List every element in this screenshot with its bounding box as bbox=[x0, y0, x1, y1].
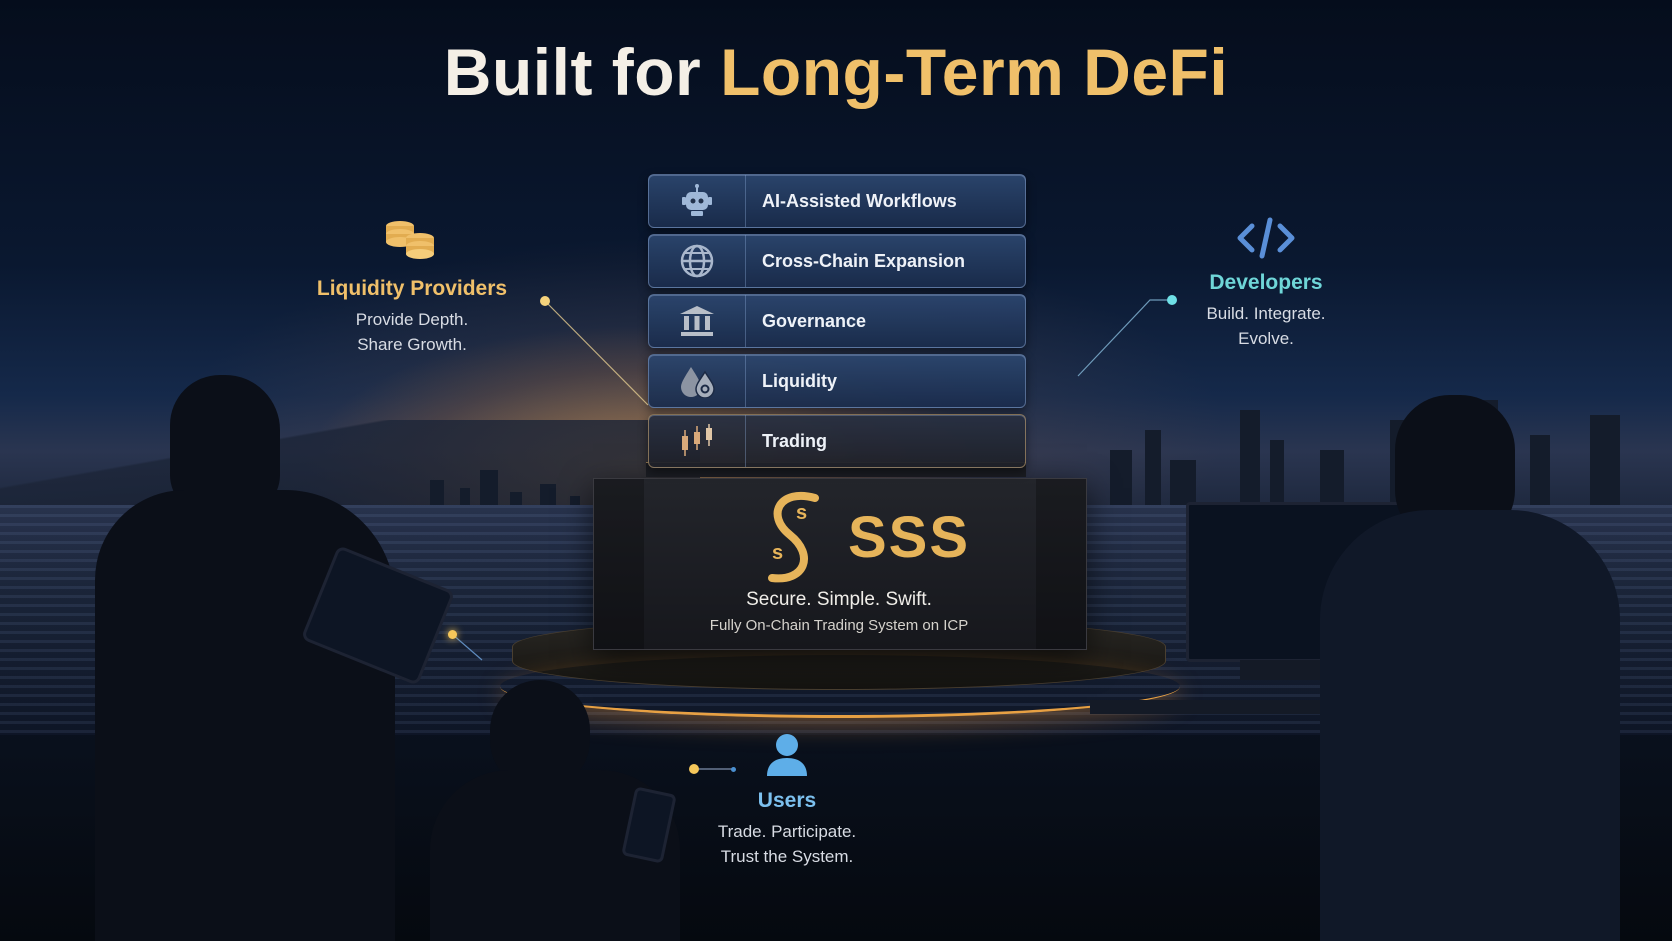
mountains-backdrop bbox=[0, 420, 700, 520]
stack-layer-label: Liquidity bbox=[762, 370, 837, 391]
sss-logo: s s SSS bbox=[760, 490, 970, 585]
persona-description: Trade. Participate. Trust the System. bbox=[667, 819, 907, 869]
logo-mark: s s bbox=[760, 490, 830, 585]
bank-icon bbox=[649, 295, 746, 347]
stack-layer-label: AI-Assisted Workflows bbox=[762, 190, 957, 211]
stack-layer-governance: Governance bbox=[648, 294, 1026, 348]
city-skyline-left bbox=[420, 470, 620, 510]
candlestick-icon bbox=[649, 415, 746, 467]
persona-line-1: Build. Integrate. bbox=[1206, 304, 1326, 323]
persona-users: Users Trade. Participate. Trust the Syst… bbox=[667, 730, 907, 869]
persona-description: Provide Depth. Share Growth. bbox=[292, 307, 532, 357]
persona-developers: Developers Build. Integrate. Evolve. bbox=[1146, 216, 1386, 351]
persona-line-1: Provide Depth. bbox=[355, 310, 469, 329]
stack-layer-label: Governance bbox=[762, 310, 867, 331]
persona-liquidity-providers: Liquidity Providers Provide Depth. Share… bbox=[292, 216, 532, 357]
title-prefix: Built for bbox=[443, 35, 721, 109]
core-pedestal bbox=[593, 478, 1087, 650]
users-connector-dot bbox=[689, 764, 699, 774]
page-title: Built for Long-Term DeFi bbox=[0, 34, 1672, 110]
feature-stack: AI-Assisted Workflows Cross-Chain Expans… bbox=[648, 174, 1026, 474]
sub-tagline: Fully On-Chain Trading System on ICP bbox=[709, 617, 969, 634]
persona-title: Developers bbox=[1209, 271, 1323, 294]
code-icon bbox=[1237, 217, 1295, 259]
tablet-glow-dot bbox=[448, 630, 457, 639]
glow-ring bbox=[500, 655, 1180, 718]
persona-line-2: Trust the System. bbox=[720, 847, 854, 866]
persona-title: Liquidity Providers bbox=[316, 277, 508, 300]
stack-layer-cross-chain: Cross-Chain Expansion bbox=[648, 234, 1026, 288]
stack-layer-label: Trading bbox=[762, 430, 828, 451]
brand-name: SSS bbox=[848, 505, 971, 570]
droplets-icon bbox=[649, 355, 746, 407]
coins-icon bbox=[386, 221, 434, 259]
pedestal-facet-left bbox=[594, 479, 644, 649]
persona-description: Build. Integrate. Evolve. bbox=[1146, 301, 1386, 351]
robot-icon bbox=[649, 175, 746, 227]
title-accent: Long-Term DeFi bbox=[720, 35, 1229, 109]
stack-layer-liquidity: Liquidity bbox=[648, 354, 1026, 408]
logo-small-s-top: s bbox=[796, 502, 808, 524]
user-icon bbox=[767, 734, 807, 776]
pedestal-facet-right bbox=[1036, 479, 1086, 649]
tagline: Secure. Simple. Swift. bbox=[746, 589, 932, 610]
persona-line-2: Evolve. bbox=[1238, 329, 1294, 348]
logo-small-s-bottom: s bbox=[772, 542, 784, 564]
persona-title: Users bbox=[757, 789, 817, 812]
stack-layer-trading: Trading bbox=[648, 414, 1026, 468]
stack-layer-ai-workflows: AI-Assisted Workflows bbox=[648, 174, 1026, 228]
persona-line-1: Trade. Participate. bbox=[717, 822, 857, 841]
users-connector-end bbox=[731, 767, 736, 772]
lp-connector-dot bbox=[540, 296, 550, 306]
stack-layer-label: Cross-Chain Expansion bbox=[762, 250, 966, 271]
persona-line-2: Share Growth. bbox=[357, 335, 467, 354]
s-swirl-icon bbox=[768, 492, 819, 583]
globe-icon bbox=[649, 235, 746, 287]
dev-connector-dot bbox=[1167, 295, 1177, 305]
